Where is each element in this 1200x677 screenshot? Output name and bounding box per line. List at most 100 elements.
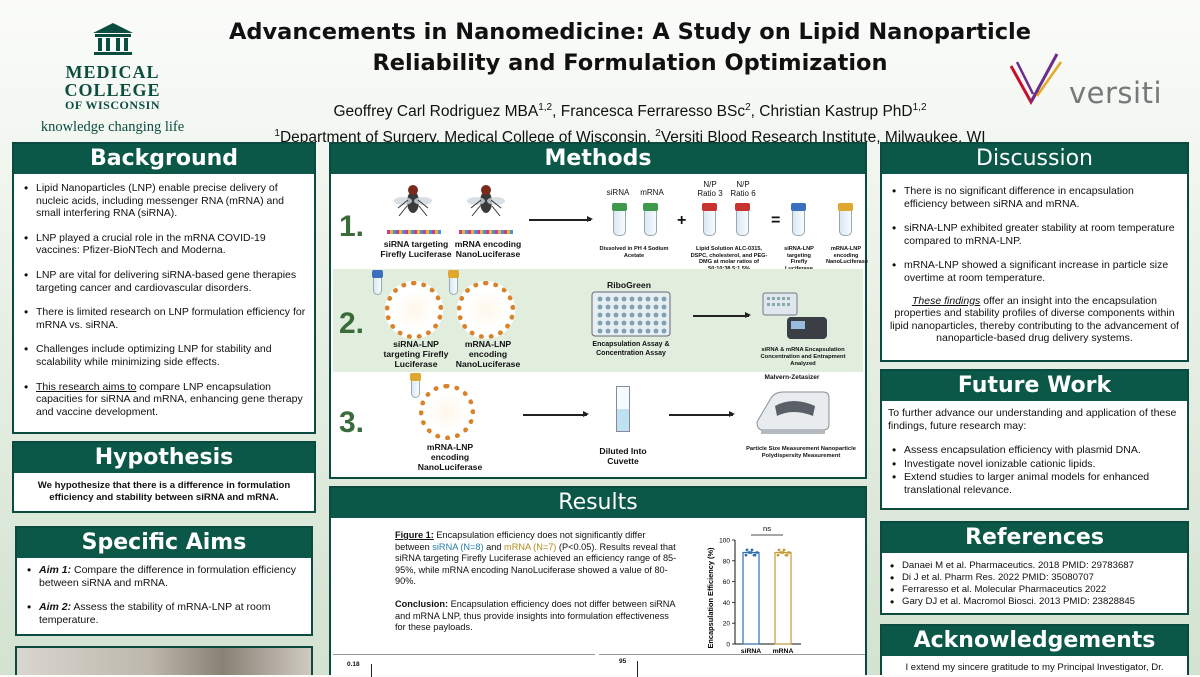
analyzed-label: siRNA & mRNA Encapsulation Concentration… [760,347,846,367]
tube-label-mrna: mRNA [640,188,664,197]
aims-list: Aim 1: Compare the difference in formula… [25,564,303,626]
future-work-title: Future Work [882,371,1187,401]
np-ratio-3: N/P Ratio 3 [697,180,723,198]
data-point [781,551,785,554]
data-point [777,548,781,552]
np-ratio-6: N/P Ratio 6 [730,180,756,198]
tube-icon [702,203,717,236]
fly-label-2: mRNA encoding NanoLuciferase [454,239,522,259]
lipid-label: Lipid Solution ALC-0315, DSPC, cholester… [690,246,768,272]
data-point [784,553,788,557]
data-point [779,551,783,554]
tube-icon [643,203,658,236]
references-list: Danaei M et al. Pharmaceutics. 2018 PMID… [888,560,1181,608]
data-point [787,551,791,554]
cuvette-label: Diluted Into Cuvette [599,446,647,466]
list-item: Extend studies to larger animal models f… [890,471,1181,496]
output-label-1: siRNA-LNP targeting Firefly Luciferase [784,246,814,272]
future-work-intro: To further advance our understanding and… [888,407,1177,432]
tube-icon [372,270,383,295]
presenter-photo [15,646,313,675]
zetasizer-icon [756,391,830,434]
list-item: Lipid Nanoparticles (LNP) enable precise… [22,182,306,220]
references-panel: References Danaei M et al. Pharmaceutics… [880,521,1189,615]
fly-icon [394,185,432,217]
arrow-icon [529,216,593,222]
method-step-1: 1. siRNA targeting Firefly Luciferase mR… [333,176,868,272]
list-item: LNP are vital for delivering siRNA-based… [22,269,306,294]
lnp-particle-icon [419,384,475,440]
lower-figure-2: 95 [599,654,865,677]
y-tick-label: 100 [719,538,730,545]
tube-icon [410,373,421,398]
bar-mrna [774,551,792,645]
list-item: This research aims to compare LNP encaps… [22,381,306,419]
discussion-panel: Discussion There is no significant diffe… [880,142,1189,362]
tube-label-sirna: siRNA [606,188,630,197]
future-work-list: Assess encapsulation efficiency with pla… [888,444,1181,496]
fly-icon [467,185,505,217]
future-work-panel: Future Work To further advance our under… [880,369,1189,510]
background-panel: Background Lipid Nanoparticles (LNP) ena… [12,142,316,434]
method-step-3: 3. mRNA-LNP encoding NanoLuciferase Dilu… [333,373,863,473]
cuvette-icon [616,386,630,432]
list-item: Ferraresso et al. Molecular Pharmaceutic… [888,584,1181,596]
bar-sirna [742,551,760,645]
y-tick-label: 0 [726,642,730,649]
plus-sign: + [677,212,687,229]
poster-title: Advancements in Nanomedicine: A Study on… [200,17,1060,79]
tube-icon [448,270,459,295]
data-point [747,551,751,554]
tube-icon [791,203,806,236]
data-point [776,553,780,557]
y-tick-label: 40 [723,600,731,607]
x-tick-label: siRNA [741,648,761,655]
ribogreen-label: RiboGreen [607,280,651,290]
fly-label-1: siRNA targeting Firefly Luciferase [380,239,452,259]
list-item: LNP played a crucial role in the mRNA CO… [22,232,306,257]
acknowledgements-panel: Acknowledgements I extend my sincere gra… [880,624,1189,675]
background-title: Background [14,144,314,174]
mcw-building-icon [92,23,133,55]
method-step-2: 2. siRNA-LNP targeting Firefly Luciferas… [333,269,863,372]
list-item: Challenges include optimizing LNP for st… [22,343,306,368]
list-item: Assess encapsulation efficiency with pla… [890,444,1181,457]
conclusion: Conclusion: Encapsulation efficiency doe… [395,599,676,633]
output-label-2: mRNA-LNP encoding NanoLuciferase [826,246,868,265]
plate-reader-icon [762,292,827,339]
lower-figure-tick: 95 [619,658,627,665]
discussion-title: Discussion [882,144,1187,174]
figure-caption: Figure 1: Encapsulation efficiency does … [395,530,677,587]
tube-icon [838,203,853,236]
list-item: Di J et al. Pharm Res. 2022 PMID: 350807… [888,572,1181,584]
data-point [755,551,759,554]
measurement-label: Particle Size Measurement Nanoparticle P… [746,446,856,459]
chart-ylabel: Encapsulation Efficiency (%) [706,547,715,649]
acknowledgements-title: Acknowledgements [882,626,1187,656]
data-point [750,548,754,552]
title-line-1: Advancements in Nanomedicine: A Study on… [228,19,1032,45]
data-point [782,548,786,552]
lnp-particle-icon [457,281,515,339]
versiti-logo: versiti [1005,52,1195,112]
step-number: 1. [339,210,365,243]
lnp-label-3: mRNA-LNP encoding NanoLuciferase [417,442,483,472]
data-point [749,551,753,554]
results-title: Results [331,488,865,518]
methods-panel: Methods 1. siRNA targeting Firefly Lucif… [329,142,868,479]
mcw-wordmark-3: OF WISCONSIN [64,98,161,112]
author-name: Geoffrey Carl Rodriguez MBA [333,103,539,121]
list-item: Danaei M et al. Pharmaceutics. 2018 PMID… [888,560,1181,572]
list-item: Aim 2: Assess the stability of mRNA-LNP … [25,601,303,626]
author-name: Francesca Ferraresso BSc [560,103,746,121]
hypothesis-title: Hypothesis [14,443,314,473]
references-title: References [882,523,1187,553]
lnp-label-1: siRNA-LNP targeting Firefly Luciferase [383,339,449,369]
lower-figure-tick: 0.18 [347,661,360,668]
tube-icon [612,203,627,236]
results-panel: Results Figure 1: Encapsulation efficien… [329,486,867,677]
list-item: siRNA-LNP exhibited greater stability at… [890,222,1179,247]
author-name: Christian Kastrup PhD [759,103,913,121]
data-point [744,553,748,557]
background-list: Lipid Nanoparticles (LNP) enable precise… [22,182,306,418]
